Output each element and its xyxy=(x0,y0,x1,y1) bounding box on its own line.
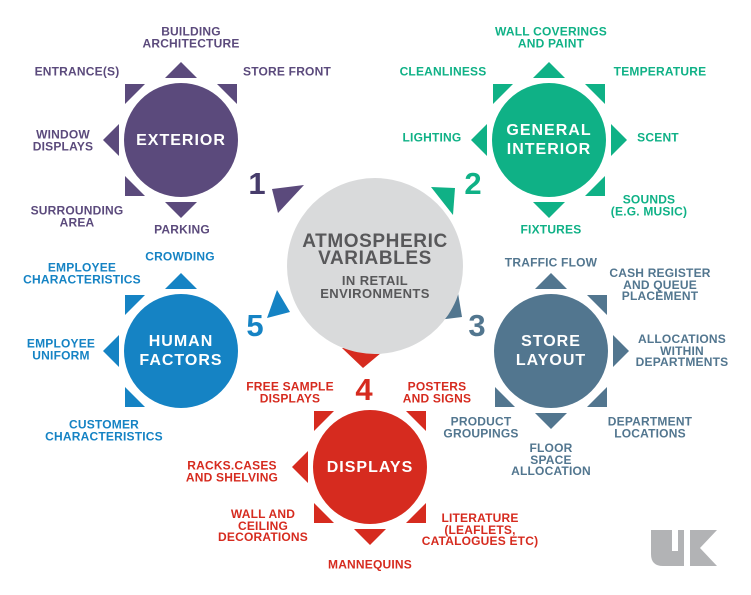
arrow-top-right-icon xyxy=(406,411,426,431)
step-number-3: 3 xyxy=(468,308,486,343)
arrow-right-icon xyxy=(611,124,627,156)
general-interior-circle-title: GENERAL INTERIOR xyxy=(506,122,592,158)
human-factors-circle-title: HUMAN FACTORS xyxy=(139,333,223,369)
label-employee-characteristics: EMPLOYEE CHARACTERISTICS xyxy=(23,260,141,286)
general-interior-group: GENERAL INTERIOR xyxy=(469,60,629,220)
label-department-locations: DEPARTMENT LOCATIONS xyxy=(607,414,693,440)
arrow-bottom-right-icon xyxy=(587,387,607,407)
displays-circle-title: DISPLAYS xyxy=(326,458,414,476)
label-wall-coverings: WALL COVERINGS AND PAINT xyxy=(495,24,607,50)
label-posters-and-signs: POSTERS AND SIGNS xyxy=(402,379,472,405)
exterior-circle: EXTERIOR xyxy=(124,83,238,197)
arrow-top-right-icon xyxy=(587,295,607,315)
step-number-5: 5 xyxy=(246,308,264,343)
center-title: ATMOSPHERIC VARIABLES xyxy=(302,230,448,269)
label-cleanliness: CLEANLINESS xyxy=(399,64,487,79)
arrow-up-icon xyxy=(533,62,565,78)
label-wall-ceiling-decorations: WALL AND CEILING DECORATIONS xyxy=(218,506,308,544)
arrow-top-right-icon xyxy=(217,84,237,104)
logo-right-glyph-icon xyxy=(690,530,717,566)
displays-circle: DISPLAYS xyxy=(313,410,427,524)
label-window-displays: WINDOW DISPLAYS xyxy=(32,127,94,153)
arrow-bottom-left-icon xyxy=(125,387,145,407)
arrow-top-right-icon xyxy=(585,84,605,104)
exterior-circle-title: EXTERIOR xyxy=(136,131,226,149)
human-factors-group: HUMAN FACTORS xyxy=(101,271,261,431)
label-product-groupings: PRODUCT GROUPINGS xyxy=(443,414,519,440)
arrow-bottom-right-icon xyxy=(585,176,605,196)
arrow-right-icon xyxy=(613,335,629,367)
arrow-bottom-left-icon xyxy=(125,176,145,196)
label-floor-space: FLOOR SPACE ALLOCATION xyxy=(511,440,591,478)
label-fixtures: FIXTURES xyxy=(520,222,582,237)
arrow-left-icon xyxy=(471,124,487,156)
label-temperature: TEMPERATURE xyxy=(613,64,707,79)
arrow-left-icon xyxy=(292,451,308,483)
exterior-group: EXTERIOR xyxy=(101,60,261,220)
center-subtitle: IN RETAIL ENVIRONMENTS xyxy=(320,272,430,301)
store-layout-group: STORE LAYOUT xyxy=(471,271,631,431)
arrow-bottom-left-icon xyxy=(314,503,334,523)
displays-group: DISPLAYS xyxy=(290,387,450,547)
label-building-architecture: BUILDING ARCHITECTURE xyxy=(142,24,240,50)
label-mannequins: MANNEQUINS xyxy=(327,557,413,572)
label-allocations: ALLOCATIONS WITHIN DEPARTMENTS xyxy=(635,331,729,369)
arrow-up-icon xyxy=(165,273,197,289)
label-traffic-flow: TRAFFIC FLOW xyxy=(504,255,598,270)
connector-arrow-1-icon xyxy=(272,185,304,213)
label-racks-cases-shelving: RACKS.CASES AND SHELVING xyxy=(185,458,279,484)
human-factors-circle: HUMAN FACTORS xyxy=(124,294,238,408)
logo-left-glyph-icon xyxy=(651,530,684,566)
label-crowding: CROWDING xyxy=(145,249,215,264)
arrow-down-icon xyxy=(533,202,565,218)
arrow-bottom-right-icon xyxy=(406,503,426,523)
arrow-down-icon xyxy=(354,529,386,545)
label-surrounding-area: SURROUNDING AREA xyxy=(30,203,124,229)
arrow-down-icon xyxy=(535,413,567,429)
label-customer-characteristics: CUSTOMER CHARACTERISTICS xyxy=(45,417,163,443)
arrow-bottom-left-icon xyxy=(495,387,515,407)
arrow-down-icon xyxy=(165,202,197,218)
center-circle: ATMOSPHERIC VARIABLES IN RETAIL ENVIRONM… xyxy=(287,178,463,354)
uk-logo xyxy=(651,530,717,566)
label-entrances: ENTRANCE(S) xyxy=(34,64,120,79)
label-parking: PARKING xyxy=(154,222,210,237)
arrow-left-icon xyxy=(103,335,119,367)
label-scent: SCENT xyxy=(637,130,679,145)
general-interior-circle: GENERAL INTERIOR xyxy=(492,83,606,197)
label-lighting: LIGHTING xyxy=(402,130,462,145)
step-number-1: 1 xyxy=(248,166,266,201)
arrow-left-icon xyxy=(103,124,119,156)
step-number-2: 2 xyxy=(464,166,482,201)
label-cash-register: CASH REGISTER AND QUEUE PLACEMENT xyxy=(609,265,711,303)
label-literature: LITERATURE (LEAFLETS, CATALOGUES ETC) xyxy=(421,510,539,548)
arrow-up-icon xyxy=(535,273,567,289)
label-sounds: SOUNDS (E.G. MUSIC) xyxy=(610,192,688,218)
step-number-4: 4 xyxy=(355,372,373,407)
store-layout-circle-title: STORE LAYOUT xyxy=(515,333,587,369)
store-layout-circle: STORE LAYOUT xyxy=(494,294,608,408)
label-store-front: STORE FRONT xyxy=(243,64,331,79)
connector-arrow-5-icon xyxy=(267,290,290,318)
connector-arrow-2-icon xyxy=(431,187,455,215)
label-free-sample-displays: FREE SAMPLE DISPLAYS xyxy=(246,379,334,405)
label-employee-uniform: EMPLOYEE UNIFORM xyxy=(26,336,96,362)
arrow-up-icon xyxy=(165,62,197,78)
